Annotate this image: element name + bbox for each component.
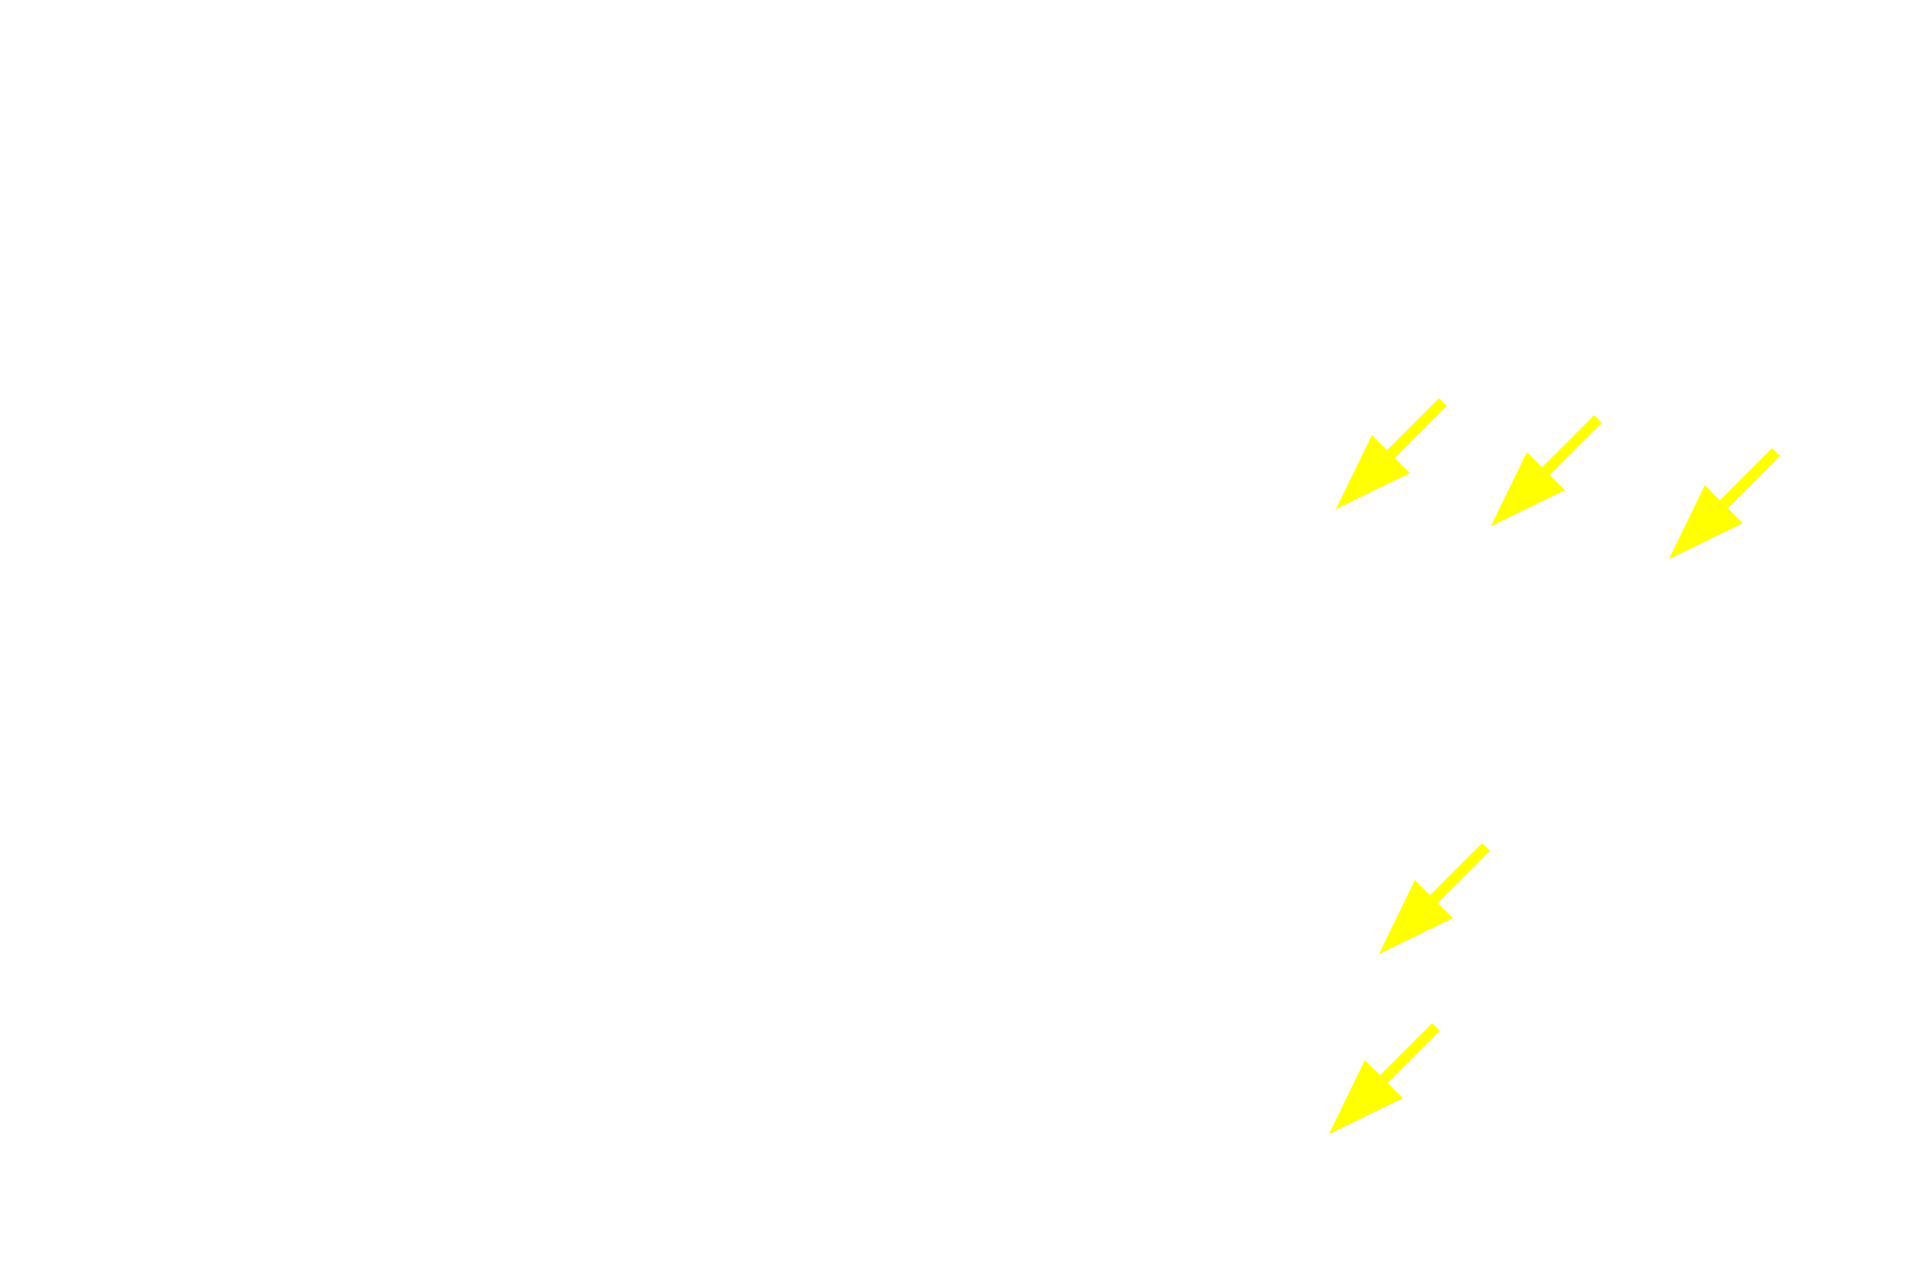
arrow-down-left-icon xyxy=(1337,402,1443,508)
arrow-down-left-icon xyxy=(1380,847,1486,953)
arrow-down-left-icon xyxy=(1492,419,1598,525)
arrow-group xyxy=(1330,402,1776,1133)
arrow-down-left-icon xyxy=(1670,452,1776,558)
arrow-down-left-icon xyxy=(1330,1027,1436,1133)
